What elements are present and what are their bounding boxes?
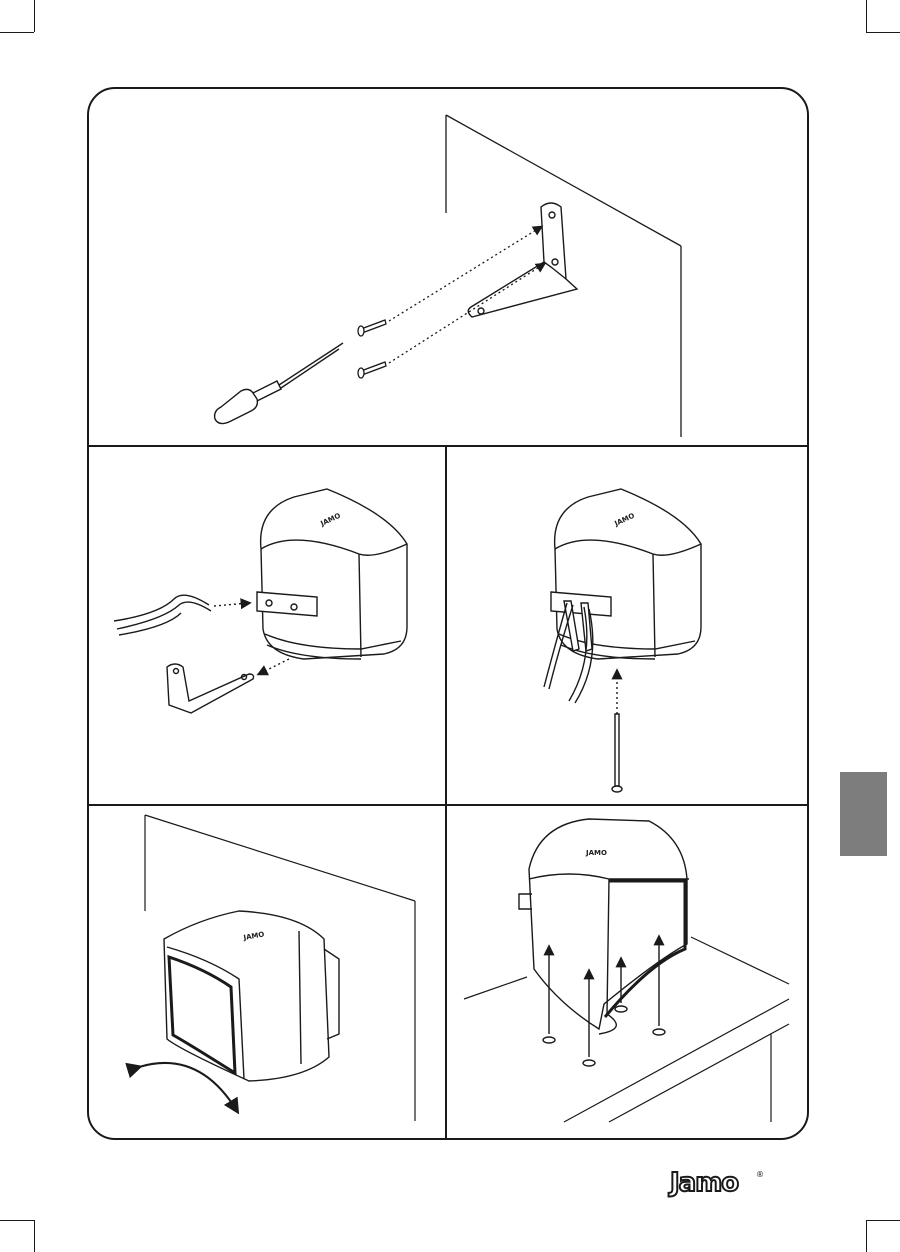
cable-icon <box>114 595 211 635</box>
speaker-logo: JAMO <box>585 849 607 857</box>
screw-icon <box>612 714 622 792</box>
step-3-secure-screw: JAMO <box>544 489 701 792</box>
rotate-arrow-icon <box>139 1063 237 1111</box>
crop-mark-tr-h <box>866 32 900 33</box>
crop-mark-tr-v <box>866 0 867 32</box>
rubber-foot-icon <box>543 1006 665 1066</box>
instructions-illustration: JAMO <box>89 89 809 1140</box>
step-2-connect-cables: JAMO <box>114 489 407 713</box>
bracket-icon <box>167 664 254 713</box>
screwdriver-icon <box>215 343 343 424</box>
crop-mark-br-v <box>866 1220 867 1252</box>
crop-mark-tl-v <box>34 0 35 32</box>
crop-mark-tl-h <box>0 32 34 33</box>
terminal-block <box>257 592 317 616</box>
crop-mark-br-h <box>866 1220 900 1221</box>
step-4-angle-adjust: JAMO <box>139 815 415 1121</box>
crop-mark-bl-h <box>0 1220 34 1221</box>
screw-icon <box>358 320 386 378</box>
registered-mark: ® <box>756 1170 764 1179</box>
crop-mark-bl-v <box>34 1220 35 1252</box>
instructions-frame: JAMO <box>87 87 809 1140</box>
language-tab <box>840 772 887 856</box>
jamo-logo: Jamo ® <box>670 1168 766 1198</box>
step-5-table-feet: JAMO <box>464 819 789 1122</box>
cable-icon <box>544 603 593 703</box>
step-1-wall-bracket <box>215 115 681 437</box>
jamo-logo-text: Jamo <box>670 1168 738 1198</box>
bracket-icon <box>468 203 577 317</box>
